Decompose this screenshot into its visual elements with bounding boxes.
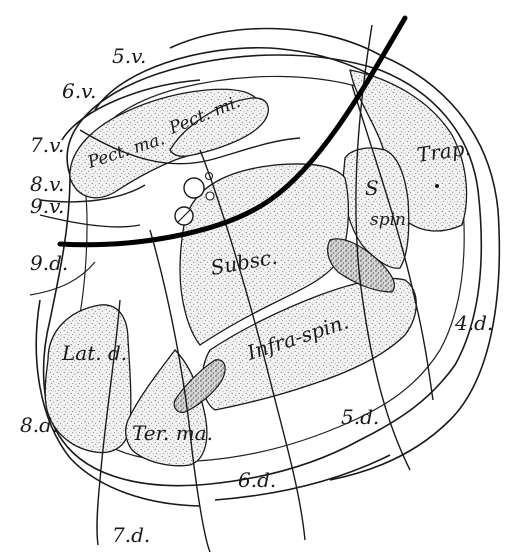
- label-6d: 6.d.: [238, 468, 276, 492]
- label-6v: 6.v.: [62, 79, 96, 103]
- label-7v: 7.v.: [30, 133, 64, 157]
- label-s: S: [365, 176, 379, 200]
- label-lat-d: Lat. d.: [61, 341, 127, 365]
- label-5v: 5.v.: [112, 44, 146, 68]
- axillary-vessel-3: [206, 192, 214, 200]
- label-spin: spin.: [370, 210, 411, 230]
- trap-dot: [435, 184, 439, 188]
- axillary-vessel-1: [184, 178, 204, 198]
- label-9d: 9.d.: [30, 251, 68, 275]
- label-9v: 9.v.: [30, 194, 64, 218]
- label-8v: 8.v.: [30, 172, 64, 196]
- label-8d: 8.d.: [20, 413, 58, 437]
- label-4d: 4.d.: [454, 311, 493, 335]
- label-7d: 7.d.: [112, 523, 150, 547]
- label-5d: 5.d.: [341, 405, 379, 429]
- label-ter-ma: Ter. ma.: [132, 421, 213, 445]
- teres-major-muscle: [126, 350, 207, 466]
